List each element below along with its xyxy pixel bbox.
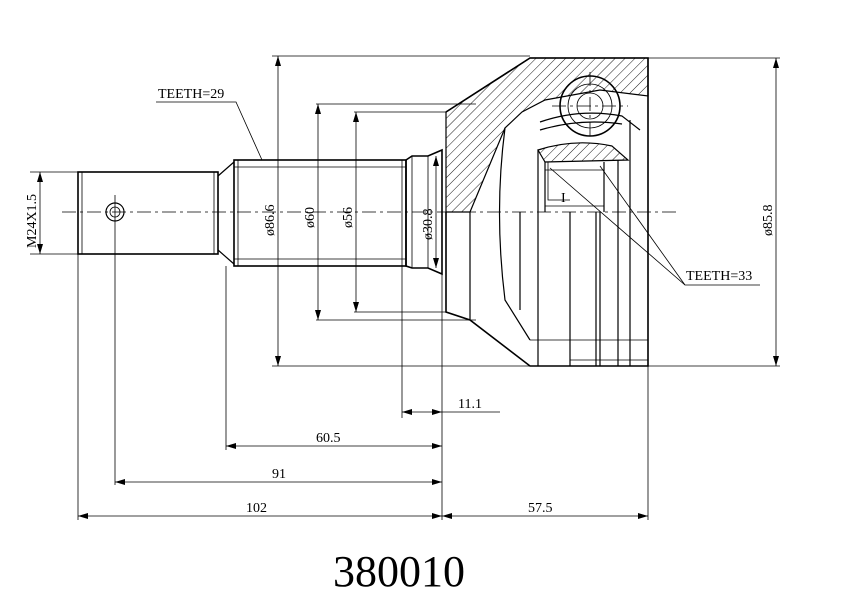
teeth-right-label: TEETH=33: [686, 269, 752, 284]
inner-race: [537, 112, 641, 212]
teeth-left-label: TEETH=29: [158, 87, 224, 102]
dim-102: 102: [246, 501, 267, 516]
dim-d56: ø56: [341, 207, 356, 228]
dim-11-1: 11.1: [458, 397, 482, 412]
threaded-stub: [77, 171, 219, 485]
bell-housing: [445, 57, 649, 367]
dim-d86-6: ø86.6: [263, 205, 278, 237]
shaft-neck: [217, 161, 235, 265]
extension-lines: [30, 55, 780, 520]
length-dimensions: [78, 409, 648, 519]
part-number: 380010: [333, 547, 465, 596]
diameter-dimensions: [37, 56, 779, 366]
splined-shaft: [233, 159, 407, 267]
dim-d60: ø60: [303, 207, 318, 228]
dim-d30-8: ø30.8: [421, 209, 436, 241]
leaders: [156, 101, 760, 286]
dim-91: 91: [272, 467, 286, 482]
dim-d85-8: ø85.8: [761, 205, 776, 237]
ball: [552, 72, 628, 140]
dim-60-5: 60.5: [316, 431, 341, 446]
thread-label: M24X1.5: [25, 194, 40, 248]
dim-57-5: 57.5: [528, 501, 553, 516]
marker-label: I: [561, 191, 566, 206]
